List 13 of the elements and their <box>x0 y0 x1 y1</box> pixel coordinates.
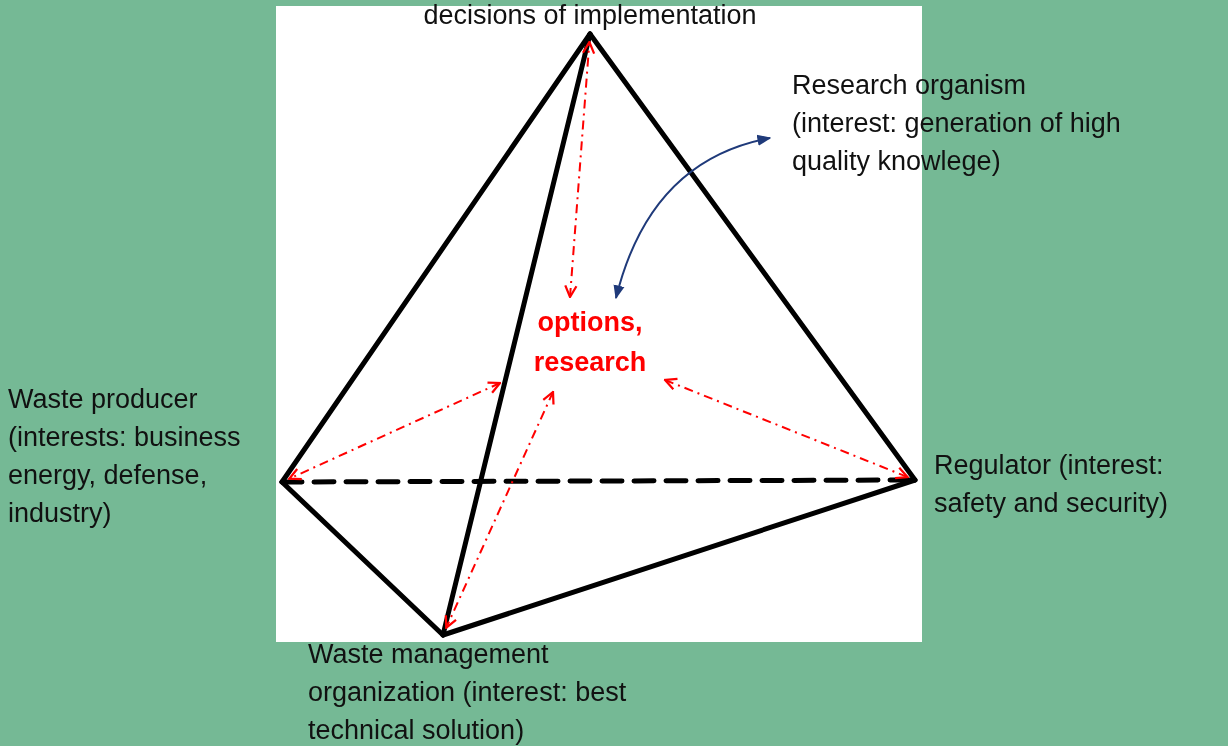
center-label: options, research <box>510 302 670 382</box>
arrow <box>564 40 596 299</box>
edge-line <box>587 31 918 483</box>
stakeholder-label: Waste management organization (interest: best technical solution) <box>308 635 628 746</box>
stakeholder-label: Regulator (interest: safety and security) <box>934 446 1226 522</box>
curved-arrow <box>614 135 772 300</box>
edge-line <box>279 479 446 638</box>
stakeholder-label: decisions of implementation <box>400 0 780 34</box>
arrow <box>444 390 555 629</box>
arrow <box>288 381 502 481</box>
stakeholder-label: Waste producer (interests: business energy, defense, industry) <box>8 380 282 532</box>
arrow <box>663 377 909 480</box>
edge-line <box>440 477 918 638</box>
